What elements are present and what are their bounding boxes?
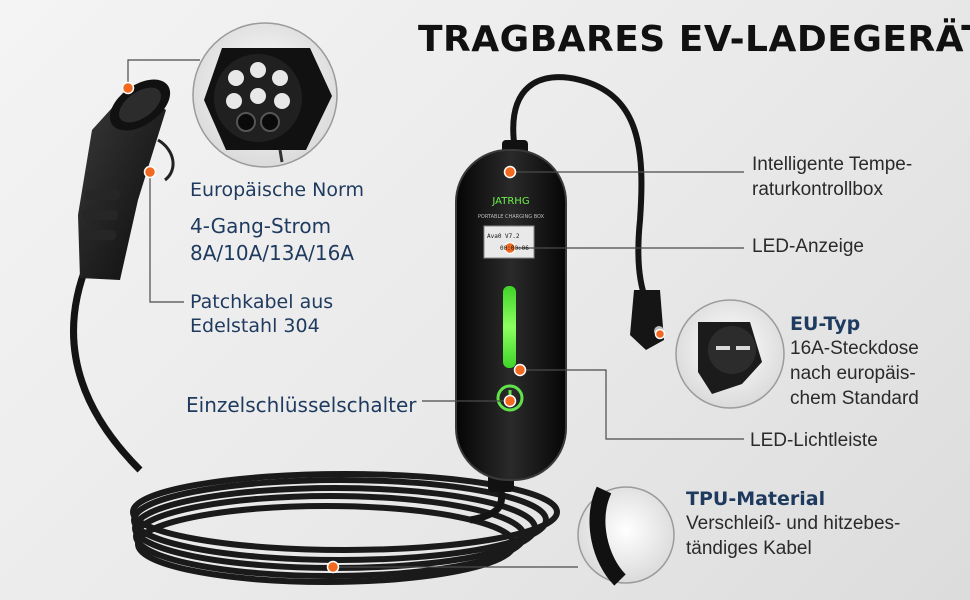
label-single-key-switch: Einzelschlüsselschalter xyxy=(186,393,417,417)
marker-dots xyxy=(121,81,666,574)
marker-dot-eu xyxy=(654,328,666,340)
label-european-norm: Europäische Norm xyxy=(190,179,364,201)
type2-charging-plug xyxy=(78,79,175,280)
label-led-display: LED-Anzeige xyxy=(752,236,864,257)
label-temperature-box: Intelligente Tempe- raturkontrollbox xyxy=(752,152,912,202)
label-patch-cable: Patchkabel aus Edelstahl 304 xyxy=(190,290,333,338)
label-eu-line1: 16A-Steckdose xyxy=(790,338,919,359)
label-led-light-bar: LED-Lichtleiste xyxy=(750,430,878,451)
label-power-levels: 4-Gang-Strom 8A/10A/13A/16A xyxy=(190,213,354,267)
tpu-cable-zoom xyxy=(577,486,675,586)
label-temp-line2: raturkontrollbox xyxy=(752,179,883,200)
page-title: TRAGBARES EV-LADEGERÄT xyxy=(418,19,970,60)
label-tpu-line1: Verschleiß- und hitzebes- xyxy=(686,513,901,534)
lcd-line-2: 00:00:06 xyxy=(500,245,529,252)
label-tpu-title: TPU-Material xyxy=(686,488,826,510)
coiled-cable xyxy=(130,471,560,585)
label-temp-line1: Intelligente Tempe- xyxy=(752,154,913,175)
marker-dot-box xyxy=(503,165,517,179)
leader-lines xyxy=(127,59,744,568)
control-box xyxy=(455,140,567,492)
label-eu-line2: nach europäis- xyxy=(790,363,916,384)
label-eu-title: EU-Typ xyxy=(790,313,861,335)
eu-plug xyxy=(630,290,664,350)
marker-dot-display xyxy=(503,241,517,255)
marker-dot-tpu xyxy=(326,560,340,574)
label-tpu-line2: tändiges Kabel xyxy=(686,538,812,559)
cable-to-eu-plug xyxy=(510,74,649,302)
label-power-line1: 4-Gang-Strom xyxy=(190,214,332,238)
eu-plug-zoom xyxy=(675,299,785,409)
label-cable-line2: Edelstahl 304 xyxy=(190,315,320,337)
label-cable-line1: Patchkabel aus xyxy=(190,291,334,313)
device-brand: JATRHG xyxy=(491,196,529,207)
marker-dot-cable xyxy=(143,165,157,179)
marker-dot-plug xyxy=(121,81,135,95)
label-power-line2: 8A/10A/13A/16A xyxy=(190,241,355,265)
lcd-line-1: Ava0 V7.2 xyxy=(487,233,520,240)
device-subtitle: PORTABLE CHARGING BOX xyxy=(478,214,545,220)
marker-dot-switch xyxy=(503,394,517,408)
marker-dot-ledbar xyxy=(513,363,527,377)
label-eu-type: EU-Typ 16A-Steckdose nach europäis- chem… xyxy=(790,312,919,411)
cable-to-plug xyxy=(70,260,143,473)
plug-face-zoom xyxy=(192,22,338,168)
label-eu-line3: chem Standard xyxy=(790,388,919,409)
label-tpu-material: TPU-Material Verschleiß- und hitzebes- t… xyxy=(686,487,900,561)
